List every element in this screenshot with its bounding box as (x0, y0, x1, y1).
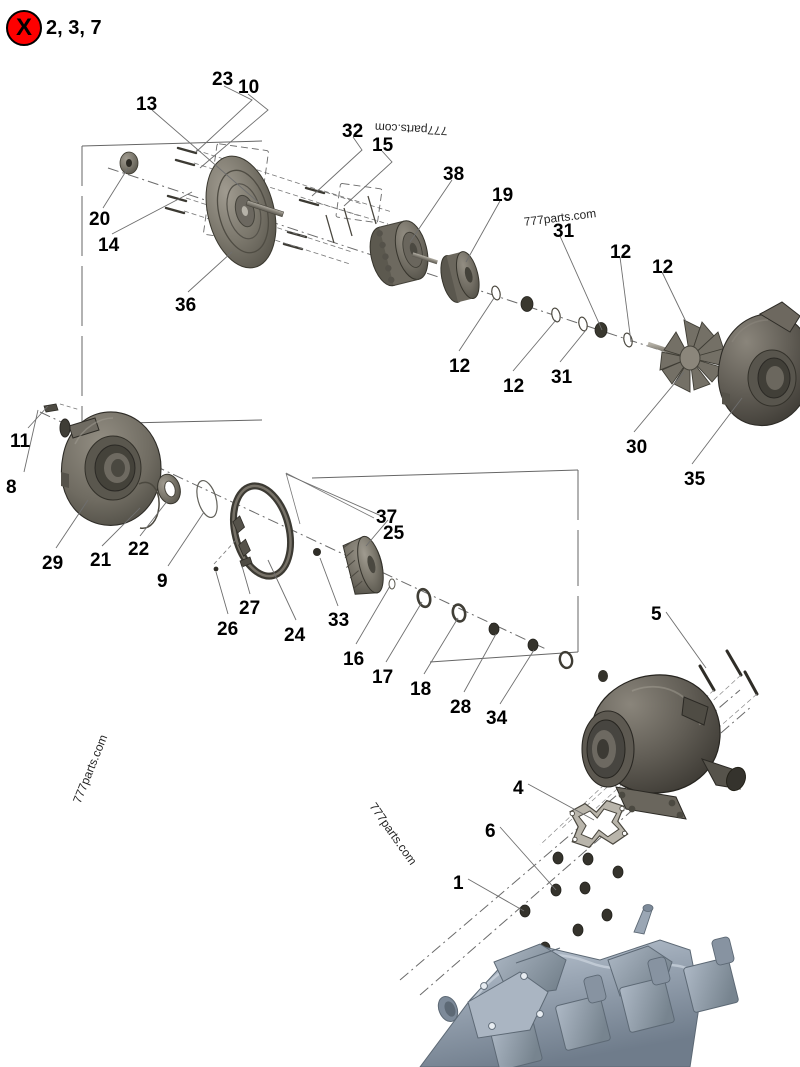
turbocharger-assembly-art (581, 674, 746, 820)
callout-number-26[interactable]: 26 (217, 619, 239, 640)
callout-number-12[interactable]: 12 (449, 356, 471, 377)
callout-number-25[interactable]: 25 (383, 523, 405, 544)
callout-number-38[interactable]: 38 (443, 164, 465, 185)
callout-number-18[interactable]: 18 (410, 679, 432, 700)
top-shaft-assembly (119, 143, 800, 426)
callout-number-17[interactable]: 17 (372, 667, 394, 688)
callout-number-10[interactable]: 10 (238, 77, 260, 98)
turbine-housing-art (717, 301, 800, 426)
callout-number-12[interactable]: 12 (652, 257, 674, 278)
callout-number-33[interactable]: 33 (328, 610, 350, 631)
callout-number-12[interactable]: 12 (503, 376, 525, 397)
callout-number-22[interactable]: 22 (128, 539, 150, 560)
callout-number-37[interactable]: 37 (376, 507, 398, 528)
callout-number-5[interactable]: 5 (651, 604, 662, 625)
callout-number-12[interactable]: 12 (610, 242, 632, 263)
callout-number-31[interactable]: 31 (551, 367, 573, 388)
callout-number-27[interactable]: 27 (239, 598, 261, 619)
compressor-wheel-art (342, 535, 384, 595)
callout-number-16[interactable]: 16 (343, 649, 365, 670)
leader-lines (23, 85, 743, 912)
exhaust-manifold-art (419, 904, 739, 1067)
callout-number-24[interactable]: 24 (284, 625, 306, 646)
excluded-items-note: 2, 3, 7 (46, 17, 102, 39)
assembly-group-frames (81, 140, 579, 663)
callout-number-9[interactable]: 9 (157, 571, 168, 592)
callout-number-30[interactable]: 30 (626, 437, 648, 458)
callout-number-1[interactable]: 1 (453, 873, 464, 894)
callout-number-31[interactable]: 31 (553, 221, 575, 242)
callout-number-32[interactable]: 32 (342, 121, 364, 142)
callout-number-6[interactable]: 6 (485, 821, 496, 842)
callout-number-36[interactable]: 36 (175, 295, 197, 316)
callout-number-4[interactable]: 4 (513, 778, 524, 799)
clamp-ring-art (230, 482, 294, 580)
callout-number-29[interactable]: 29 (42, 553, 64, 574)
x-mark-icon: X (6, 10, 42, 46)
callout-number-19[interactable]: 19 (492, 185, 514, 206)
callout-number-20[interactable]: 20 (89, 209, 111, 230)
callout-number-23[interactable]: 23 (212, 69, 234, 90)
callout-number-28[interactable]: 28 (450, 697, 472, 718)
x-badge-letter: X (15, 14, 32, 41)
callout-number-14[interactable]: 14 (98, 235, 120, 256)
callout-number-13[interactable]: 13 (136, 94, 158, 115)
callout-number-21[interactable]: 21 (90, 550, 112, 571)
gasket-art (569, 799, 629, 849)
callout-number-11[interactable]: 11 (10, 431, 31, 452)
compressor-housing-art (59, 411, 162, 526)
installed-turbo-and-manifold (419, 649, 759, 1067)
callout-number-35[interactable]: 35 (684, 469, 706, 490)
compressor-assembly (43, 403, 641, 696)
callout-number-15[interactable]: 15 (372, 135, 394, 156)
turbine-wheel-art (647, 319, 727, 393)
callout-number-8[interactable]: 8 (6, 477, 17, 498)
callout-number-34[interactable]: 34 (486, 708, 508, 729)
